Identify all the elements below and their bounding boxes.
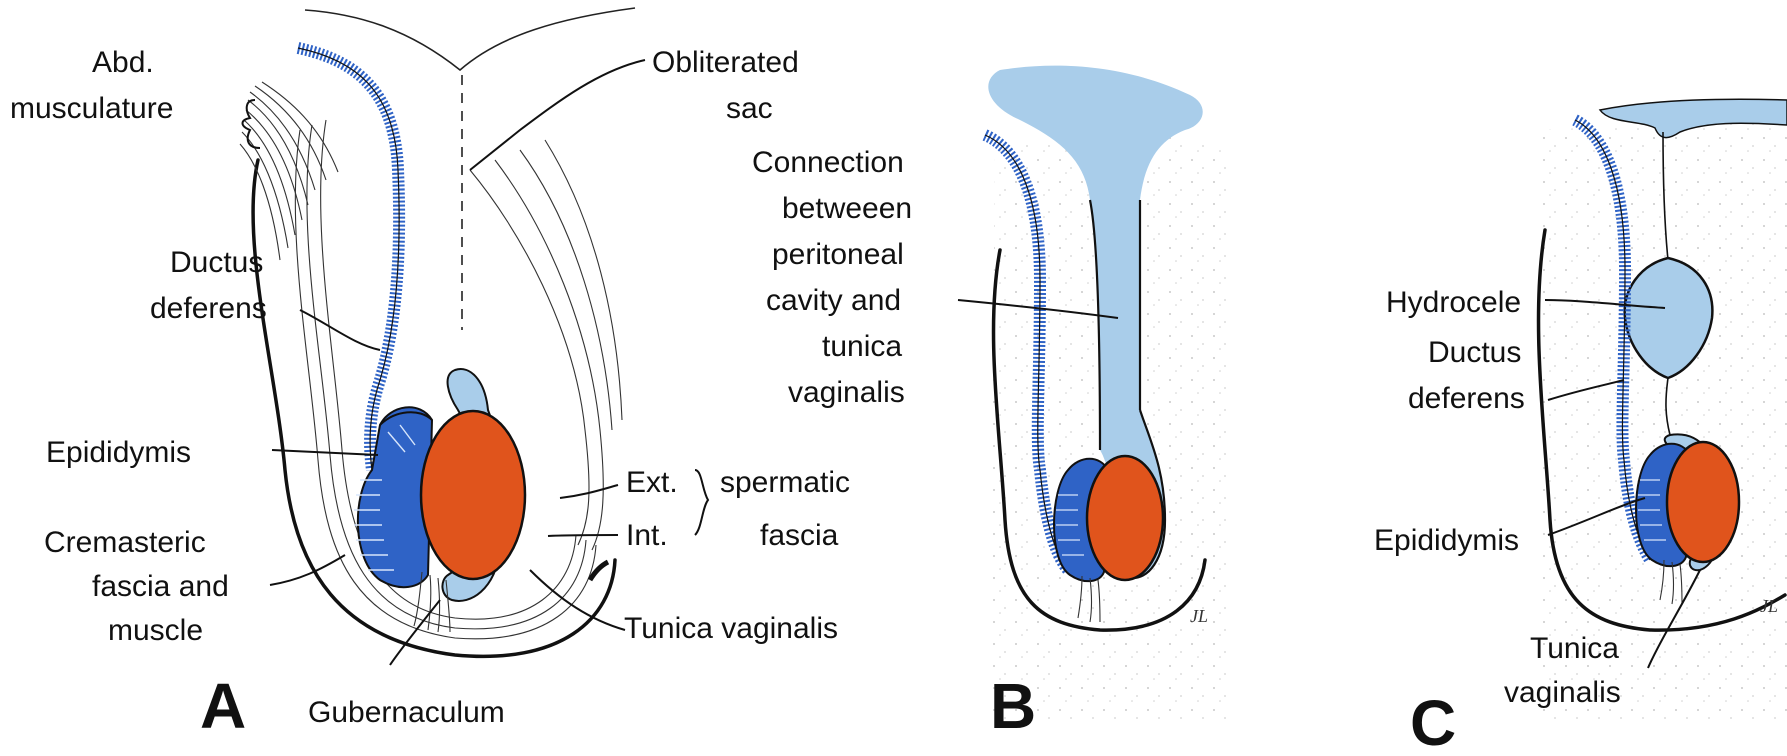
label-betweeen: betweeen: [782, 192, 912, 225]
signature-c: JL: [1760, 596, 1778, 616]
peritoneum-line-a: [305, 8, 635, 70]
label-ext: Ext.: [626, 466, 678, 499]
label-cavity-and: cavity and: [766, 284, 901, 317]
panel-letter-c: C: [1410, 687, 1456, 756]
testis-b: [1087, 456, 1163, 580]
label-epididymis-c: Epididymis: [1374, 524, 1519, 557]
label-hydrocele: Hydrocele: [1386, 286, 1521, 319]
panel-letter-a: A: [200, 670, 246, 742]
label-obliterated: Obliterated: [652, 46, 799, 79]
label-muscle: muscle: [108, 614, 203, 647]
label-ductus-c: Ductus: [1428, 336, 1521, 369]
label-cremasteric: Cremasteric: [44, 526, 206, 559]
label-tunica-b: tunica: [822, 330, 902, 363]
label-connection: Connection: [752, 146, 904, 179]
label-int: Int.: [626, 519, 668, 552]
label-tunica-c: Tunica: [1530, 632, 1619, 665]
panel-a: Abd. musculature Obliterated sac Ductus …: [10, 8, 850, 742]
label-vaginalis-b: vaginalis: [788, 376, 905, 409]
label-abd: Abd.: [92, 46, 154, 79]
label-deferens-c: deferens: [1408, 382, 1525, 415]
label-ductus-a: Ductus: [170, 246, 263, 279]
signature-b: JL: [1190, 606, 1208, 626]
testis-a: [421, 411, 525, 579]
label-fascia: fascia: [760, 519, 839, 552]
label-spermatic: spermatic: [720, 466, 850, 499]
panel-letter-b: B: [990, 670, 1036, 742]
panel-c: Hydrocele Ductus deferens Epididymis Tun…: [1374, 99, 1787, 756]
label-fascia-and: fascia and: [92, 570, 229, 603]
label-peritoneal: peritoneal: [772, 238, 904, 271]
label-musculature: musculature: [10, 92, 173, 125]
label-tunica-vaginalis-a: Tunica vaginalis: [624, 612, 838, 645]
label-epididymis-a: Epididymis: [46, 436, 191, 469]
label-vaginalis-c: vaginalis: [1504, 676, 1621, 709]
label-gubernaculum: Gubernaculum: [308, 696, 505, 729]
label-deferens-a: deferens: [150, 292, 267, 325]
testis-c: [1667, 442, 1739, 562]
label-sac: sac: [726, 92, 773, 125]
